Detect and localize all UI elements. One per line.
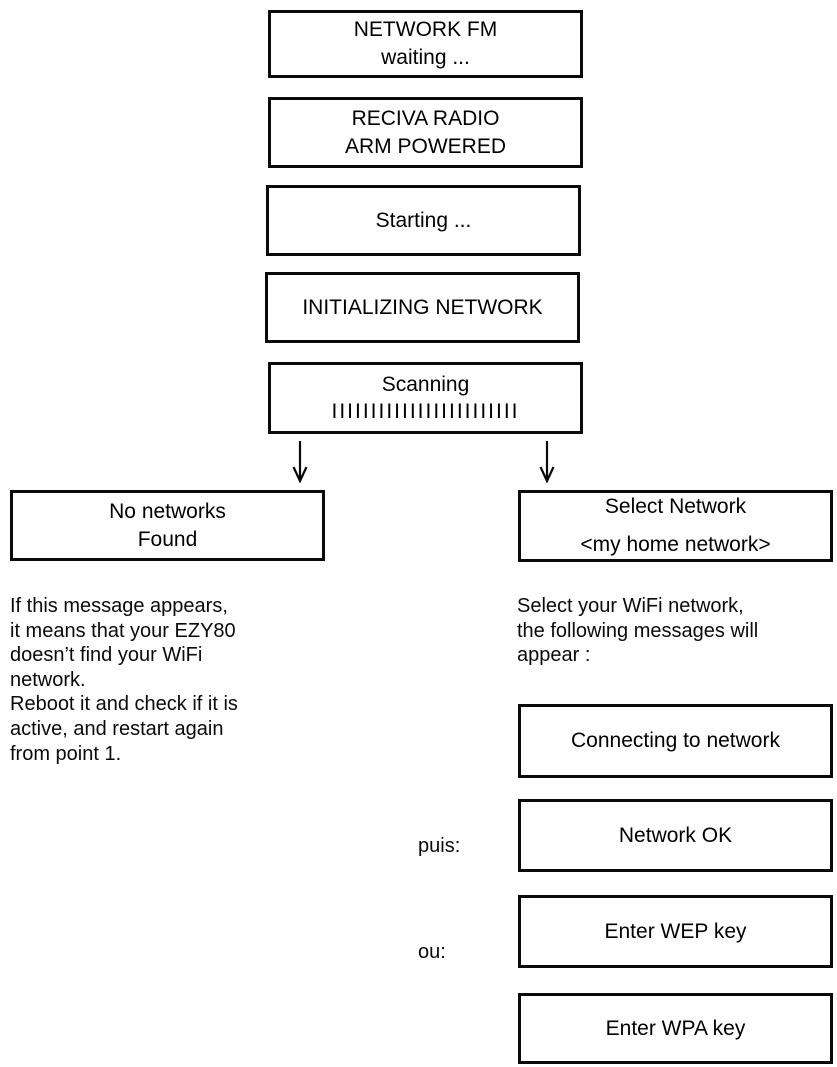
lcd-line: Found xyxy=(137,527,198,551)
label-puis: puis: xyxy=(418,835,461,857)
selected-network-value: <my home network> xyxy=(580,533,771,556)
scanning-progress-bars: IIIIIIIIIIIIIIIIIIIIIIII xyxy=(331,400,520,423)
lcd-box-scanning: Scanning IIIIIIIIIIIIIIIIIIIIIIII xyxy=(268,362,583,434)
lcd-line: INITIALIZING NETWORK xyxy=(302,295,543,319)
lcd-box-select-network: Select Network <my home network> xyxy=(518,490,833,562)
lcd-box-network-ok: Network OK xyxy=(518,799,833,872)
lcd-line: Scanning xyxy=(381,373,470,396)
lcd-line: NETWORK FM xyxy=(353,18,498,41)
lcd-line: Select Network xyxy=(604,495,747,518)
no-network-help-note: If this message appears, it means that y… xyxy=(10,595,238,765)
lcd-box-initializing-network: INITIALIZING NETWORK xyxy=(265,272,580,343)
label-ou: ou: xyxy=(418,941,446,963)
lcd-line: RECIVA RADIO xyxy=(351,106,500,130)
down-arrow-icon xyxy=(539,441,555,483)
lcd-box-connecting-to-network: Connecting to network xyxy=(518,704,833,778)
lcd-box-enter-wpa-key: Enter WPA key xyxy=(518,993,833,1064)
lcd-box-no-networks-found: No networks Found xyxy=(10,490,325,561)
lcd-line: ARM POWERED xyxy=(344,134,506,158)
lcd-box-reciva-radio: RECIVA RADIO ARM POWERED xyxy=(268,97,583,168)
lcd-box-enter-wep-key: Enter WEP key xyxy=(518,895,833,968)
lcd-box-starting: Starting ... xyxy=(266,185,581,256)
select-network-note: Select your WiFi network, the following … xyxy=(517,595,759,667)
lcd-line: Network OK xyxy=(618,823,733,847)
lcd-box-network-fm: NETWORK FM waiting ... xyxy=(268,10,583,78)
lcd-line: waiting ... xyxy=(381,46,470,69)
lcd-line: Starting ... xyxy=(375,208,472,232)
lcd-line: Enter WEP key xyxy=(604,919,747,943)
lcd-line: Enter WPA key xyxy=(605,1016,746,1040)
down-arrow-icon xyxy=(292,441,308,483)
lcd-line: No networks xyxy=(109,499,226,523)
lcd-line: Connecting to network xyxy=(571,729,780,752)
